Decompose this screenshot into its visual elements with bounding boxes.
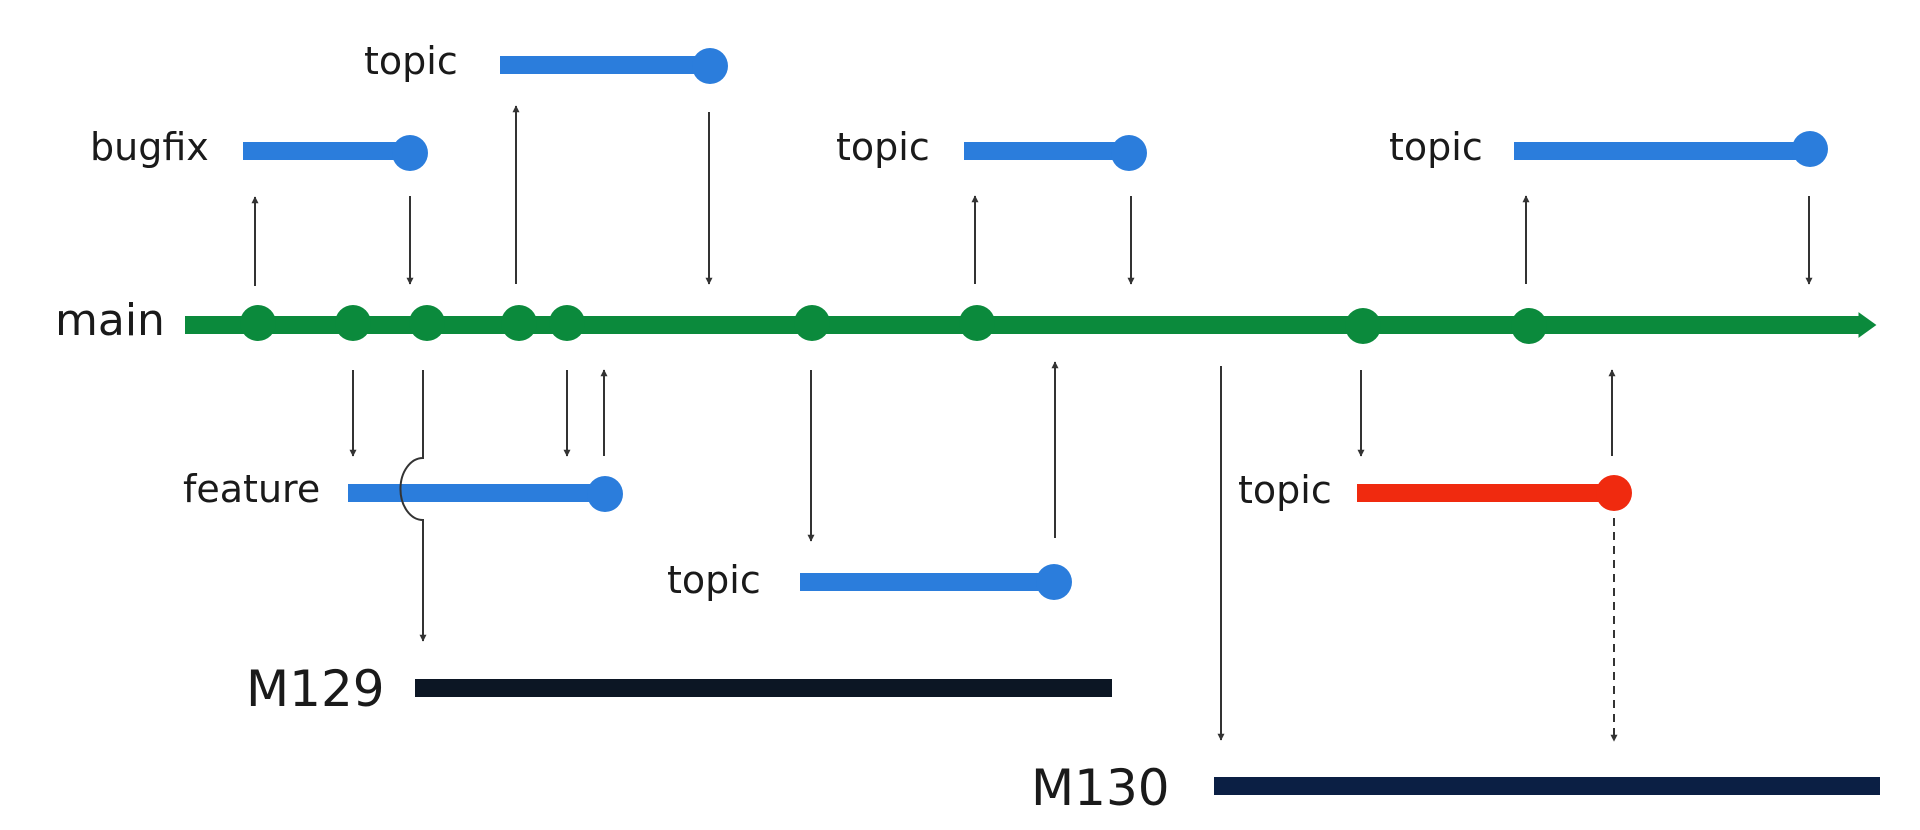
topic-branch-tip — [1596, 475, 1632, 511]
topic-branch-5: topic — [1238, 468, 1632, 512]
topic-branch-tip — [692, 48, 728, 84]
topic-branch-2: topic — [836, 125, 1147, 171]
topic-branch-tip — [1036, 564, 1072, 600]
topic-branch-tip — [1792, 131, 1828, 167]
topic-label: topic — [836, 125, 930, 169]
feature-branch: feature — [183, 467, 623, 512]
main-commit — [501, 305, 537, 341]
main-commit — [335, 305, 371, 341]
main-commit — [409, 305, 445, 341]
feature-branch-tip — [587, 476, 623, 512]
release-m129: M129 — [246, 660, 1112, 718]
main-commit — [240, 305, 276, 341]
m130-label: M130 — [1031, 759, 1170, 817]
topic-branch-1: topic — [364, 39, 728, 84]
release-m130: M130 — [1031, 759, 1880, 817]
main-commit — [549, 305, 585, 341]
main-commit — [959, 305, 995, 341]
feature-label: feature — [183, 467, 320, 511]
main-commits — [240, 305, 1547, 344]
main-commit — [794, 305, 830, 341]
bugfix-branch-tip — [392, 135, 428, 171]
merge-arrows — [251, 105, 1813, 742]
main-commit — [1345, 308, 1381, 344]
bugfix-branch: bugfix — [90, 125, 428, 171]
main-commit — [1511, 308, 1547, 344]
m129-label: M129 — [246, 660, 385, 718]
topic-label: topic — [364, 39, 458, 83]
topic-label: topic — [1238, 468, 1332, 512]
arrow-down-hop — [399, 370, 427, 642]
topic-branch-4: topic — [667, 558, 1072, 602]
topic-label: topic — [667, 558, 761, 602]
topic-label: topic — [1389, 125, 1483, 169]
bugfix-label: bugfix — [90, 125, 209, 169]
topic-branch-tip — [1111, 135, 1147, 171]
topic-branch-3: topic — [1389, 125, 1828, 169]
main-label: main — [55, 295, 165, 346]
